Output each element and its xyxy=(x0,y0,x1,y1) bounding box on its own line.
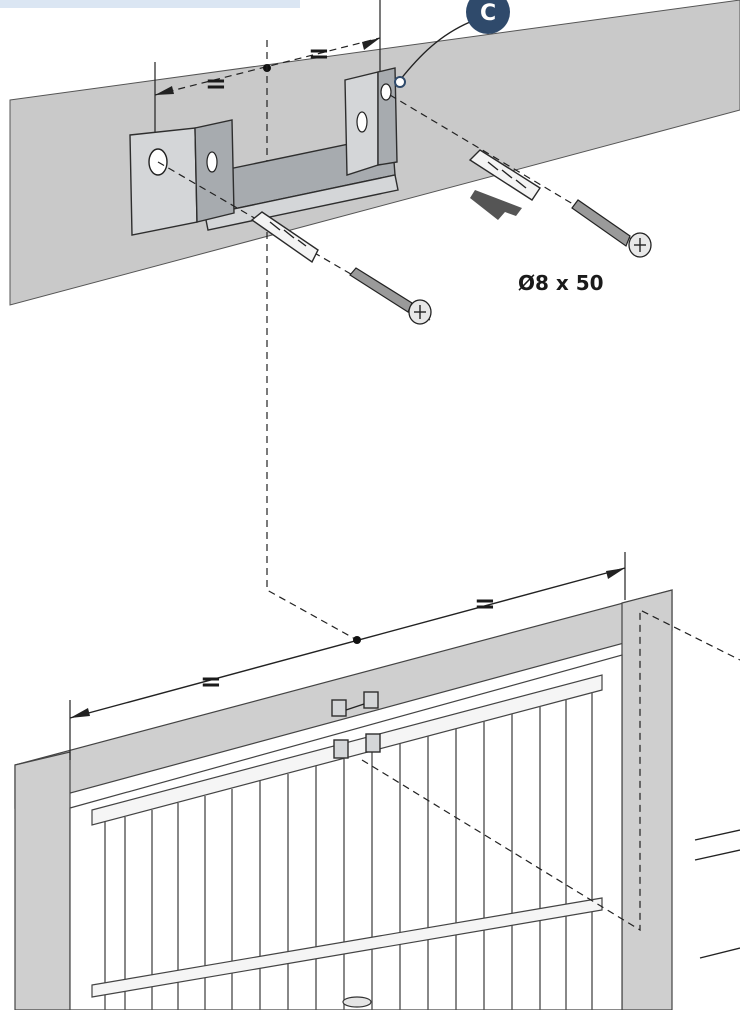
wall-plug-right xyxy=(468,149,541,201)
equal-sign-lower-right: = xyxy=(474,589,496,619)
screw-size-label: Ø8 x 50 xyxy=(518,271,604,295)
callout-c-label: C xyxy=(480,1,496,26)
gate-center-point xyxy=(353,636,361,644)
wall-plug-left xyxy=(250,211,319,264)
gate-width-dimension: = = xyxy=(69,552,626,760)
top-caption-strip xyxy=(0,0,300,8)
equal-sign-left: = xyxy=(205,69,227,99)
frame-left-post xyxy=(14,751,71,1010)
equal-sign-lower-left: = xyxy=(200,667,222,697)
equal-sign-right: = xyxy=(308,39,330,69)
gate-mid-rail xyxy=(91,897,603,998)
frame-right-post xyxy=(621,589,673,1010)
gate-bars xyxy=(104,692,593,1010)
frame-bracket xyxy=(331,691,381,759)
bracket-width-dimension: = = xyxy=(154,0,381,150)
bracket-hole-right-top xyxy=(380,83,392,101)
gate-handle xyxy=(342,996,372,1008)
bracket-hole-left-side xyxy=(206,151,218,173)
callout-c: C xyxy=(394,0,510,88)
bracket-hole-right xyxy=(356,111,368,133)
gate-projection-line xyxy=(361,609,740,932)
wall-bracket xyxy=(129,67,399,236)
screw-left xyxy=(349,267,432,325)
screw-right xyxy=(571,199,652,258)
insert-arrow xyxy=(470,190,522,220)
